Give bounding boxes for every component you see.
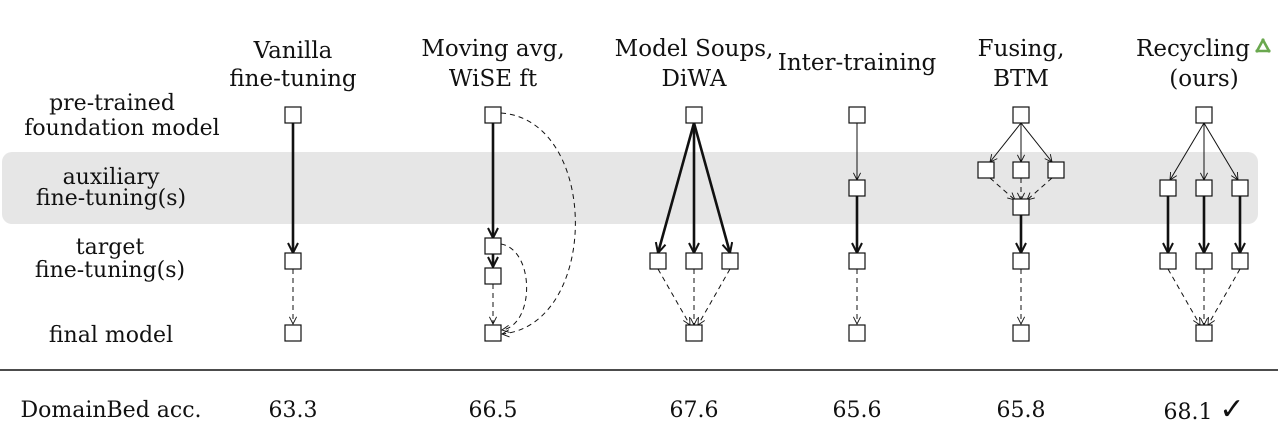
edge [1170,122,1205,180]
edge [500,112,576,334]
edge [989,177,1015,200]
model-node [484,106,502,124]
model-node [848,106,866,124]
accuracy-moving: 66.5 [469,398,518,423]
model-node [1231,252,1249,270]
model-node [284,106,302,124]
accuracy-soups: 67.6 [670,398,719,423]
row-label-auxiliary-line-2: fine-tuning(s) [36,186,186,211]
model-node [484,267,502,285]
row-label-target-line-1: target [76,235,145,260]
edge [1203,122,1238,180]
model-node [649,252,667,270]
edge [1167,268,1200,325]
model-node [1012,324,1030,342]
metric-label: DomainBed acc. [20,398,201,423]
model-node [685,324,703,342]
edge [657,268,690,325]
auxiliary-band [2,152,1258,224]
model-node [484,237,502,255]
header-fusing-line-1: Fusing, [978,36,1065,62]
checkmark-icon: ✓ [1219,392,1244,427]
accuracy-vanilla: 63.3 [269,398,318,423]
model-node [1012,198,1030,216]
model-node [484,324,502,342]
header-inter: Inter-training [778,50,937,76]
header-moving-line-1: Moving avg, [421,36,564,62]
row-labels: pre-trained foundation model auxiliary f… [24,91,219,348]
header-vanilla-line-2: fine-tuning [229,66,357,92]
edge [990,122,1022,162]
model-node [1195,106,1213,124]
edge [500,243,528,330]
model-node [1159,252,1177,270]
header-soups-line-2: DiWA [662,66,727,92]
recycle-icon [1255,38,1271,53]
model-node [1012,252,1030,270]
model-node [284,324,302,342]
model-node [1012,106,1030,124]
model-node [848,252,866,270]
edge [1027,177,1053,200]
graph-edges [293,112,1241,334]
header-recycling-line-1: Recycling [1136,36,1250,62]
model-node [1231,179,1249,197]
row-label-pretrained-line-2: foundation model [24,116,219,141]
model-node [977,161,995,179]
model-node [685,106,703,124]
header-fusing-line-2: BTM [993,66,1049,92]
accuracy-fusing: 65.8 [997,398,1046,423]
edge [1020,122,1052,162]
accuracy-row: DomainBed acc. 63.3 66.5 67.6 65.6 65.8 … [20,392,1244,427]
accuracy-recycling: 68.1 [1164,400,1213,425]
edge [692,122,730,253]
graph-nodes [284,106,1249,342]
model-node [848,324,866,342]
edge [698,268,731,325]
row-label-target-line-2: fine-tuning(s) [35,258,185,283]
row-label-pretrained-line-1: pre-trained [49,91,175,116]
model-node [1047,161,1065,179]
model-node [284,252,302,270]
model-node [1195,324,1213,342]
row-label-auxiliary-line-1: auxiliary [63,165,160,190]
model-node [1012,161,1030,179]
model-node [721,252,739,270]
header-vanilla-line-1: Vanilla [253,38,333,64]
model-node [1159,179,1177,197]
model-node [685,252,703,270]
row-label-final: final model [49,323,173,348]
edge [1208,268,1241,325]
header-soups-line-1: Model Soups, [615,36,774,62]
edge [658,122,696,253]
accuracy-inter: 65.6 [833,398,882,423]
model-node [1195,252,1213,270]
header-recycling-line-2: (ours) [1169,66,1238,92]
model-node [848,179,866,197]
model-node [1195,179,1213,197]
column-headers: Vanilla fine-tuning Moving avg, WiSE ft … [229,36,1271,92]
header-moving-line-2: WiSE ft [449,66,538,92]
